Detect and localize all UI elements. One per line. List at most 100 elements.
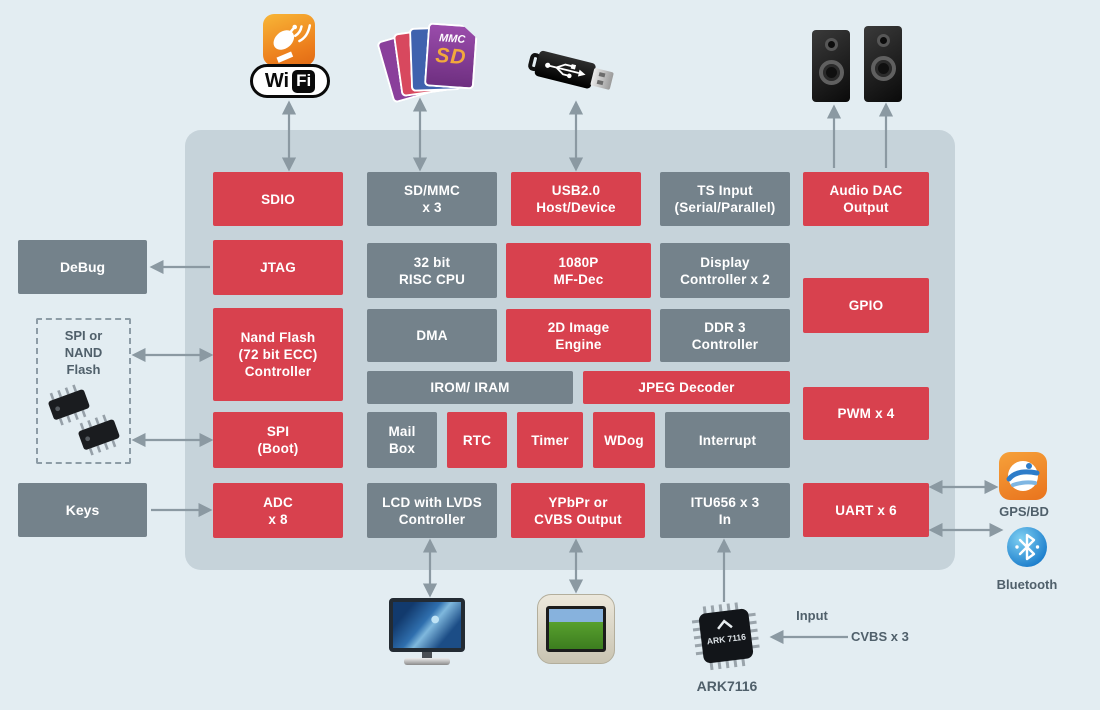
label-line: NAND xyxy=(64,345,103,360)
block-label: CVBS Output xyxy=(534,511,622,527)
speakers-icon xyxy=(812,26,908,104)
block-label: (Boot) xyxy=(257,441,299,456)
block-label: SPI xyxy=(266,424,290,439)
block-label: RISC CPU xyxy=(398,271,466,287)
usb-drive-icon xyxy=(524,46,628,102)
headrest-screen xyxy=(546,606,606,652)
wifi-logo-icon: Wi Fi xyxy=(250,64,330,98)
spi-nand-flash-label: SPI or NAND Flash xyxy=(40,327,127,378)
block-sdio: SDIO xyxy=(213,172,343,226)
block-ts-input: TS Input (Serial/Parallel) xyxy=(660,172,790,226)
block-label: DeBug xyxy=(59,259,106,275)
block-label: 32 bit xyxy=(413,254,451,270)
block-label: JTAG xyxy=(260,260,296,275)
tweeter xyxy=(876,34,890,47)
block-label: 1080P xyxy=(558,254,599,270)
bluetooth-label: Bluetooth xyxy=(996,577,1058,592)
block-label: RTC xyxy=(462,432,492,448)
block-label: Output xyxy=(843,200,889,215)
bluetooth-icon xyxy=(1006,526,1048,568)
block-lcd-controller: LCD with LVDS Controller xyxy=(367,483,497,538)
monitor-base xyxy=(404,658,450,665)
block-usb: USB2.0 Host/Device xyxy=(511,172,641,226)
block-label: Nand Flash xyxy=(240,330,316,345)
label-line: Flash xyxy=(66,362,101,377)
tweeter xyxy=(824,38,838,51)
block-sd-mmc: SD/MMC x 3 xyxy=(367,172,497,226)
monitor-neck xyxy=(422,652,432,658)
block-nand-controller: Nand Flash (72 bit ECC) Controller xyxy=(213,308,343,401)
ark-chip-text: ARK 7116 xyxy=(706,632,746,647)
block-label: In xyxy=(718,511,732,527)
block-wdog: WDog xyxy=(593,412,655,468)
sd-mmc-cards-icon: MMC SD xyxy=(384,24,484,100)
memory-card-front: MMC SD xyxy=(424,22,478,89)
monitor-screen xyxy=(389,598,465,652)
block-label: TS Input xyxy=(697,183,753,198)
block-label: Timer xyxy=(531,432,569,448)
block-label: DDR 3 xyxy=(704,319,746,335)
gps-bd-icon xyxy=(999,452,1047,500)
block-itu656-in: ITU656 x 3 In xyxy=(660,483,790,538)
block-interrupt: Interrupt xyxy=(665,412,790,468)
block-label: SDIO xyxy=(261,191,295,207)
block-label: SD/MMC xyxy=(404,183,460,198)
block-jpeg-decoder: JPEG Decoder xyxy=(583,371,790,404)
block-jtag: JTAG xyxy=(213,240,343,295)
block-uart: UART x 6 xyxy=(803,483,929,537)
block-label: Engine xyxy=(555,336,602,352)
block-adc: ADC x 8 xyxy=(213,483,343,538)
block-audio-dac: Audio DAC Output xyxy=(803,172,929,226)
block-label: USB2.0 xyxy=(551,183,601,198)
block-label: IROM/ IRAM xyxy=(430,380,510,395)
block-keys: Keys xyxy=(18,483,147,537)
lcd-monitor-icon xyxy=(389,598,465,665)
block-ddr3-controller: DDR 3 Controller xyxy=(660,309,790,362)
block-label: GPIO xyxy=(848,298,884,313)
block-label: WDog xyxy=(604,432,644,448)
block-mail-box: Mail Box xyxy=(367,412,437,468)
block-label: YPbPr or xyxy=(548,494,608,510)
label-line: SPI or xyxy=(64,328,103,343)
sd-text: SD xyxy=(434,43,468,70)
speaker-left xyxy=(812,30,850,102)
block-label: Controller xyxy=(244,364,312,379)
block-2d-image-engine: 2D Image Engine xyxy=(506,309,651,362)
block-spi-boot: SPI (Boot) xyxy=(213,412,343,468)
woofer xyxy=(818,60,844,85)
block-label: LCD with LVDS xyxy=(382,494,482,510)
usb-connector xyxy=(590,67,614,91)
block-risc-cpu: 32 bit RISC CPU xyxy=(367,243,497,298)
wifi-wi-text: Wi xyxy=(264,69,290,92)
block-display-controller: Display Controller x 2 xyxy=(660,243,790,298)
block-label: PWM x 4 xyxy=(837,406,895,421)
block-timer: Timer xyxy=(517,412,583,468)
block-gpio: GPIO xyxy=(803,278,929,333)
block-irom-iram: IROM/ IRAM xyxy=(367,371,573,404)
block-label: (72 bit ECC) xyxy=(238,347,318,362)
block-label: x 3 xyxy=(422,200,442,215)
input-label: Input xyxy=(796,608,828,623)
gps-bd-label: GPS/BD xyxy=(999,504,1049,519)
block-rtc: RTC xyxy=(447,412,507,468)
block-label: Controller xyxy=(691,336,759,352)
block-pwm: PWM x 4 xyxy=(803,387,929,440)
cvbs-label: CVBS x 3 xyxy=(851,629,909,644)
block-label: Controller xyxy=(398,511,466,527)
ark7116-caption: ARK7116 xyxy=(696,678,758,694)
block-label: Audio DAC xyxy=(829,183,903,198)
spi-nand-flash-box xyxy=(36,318,131,464)
usb-body xyxy=(533,50,597,90)
woofer xyxy=(870,56,896,81)
block-label: JPEG Decoder xyxy=(638,380,735,395)
block-label: UART x 6 xyxy=(835,502,897,518)
block-label: Mail xyxy=(388,424,416,439)
block-label: (Serial/Parallel) xyxy=(674,200,776,215)
ark7116-chip-icon: ARK 7116 xyxy=(691,602,760,671)
speaker-right xyxy=(864,26,902,102)
flash-chips-icon xyxy=(44,382,124,459)
block-label: MF-Dec xyxy=(553,271,604,287)
block-label: Host/Device xyxy=(536,200,616,215)
